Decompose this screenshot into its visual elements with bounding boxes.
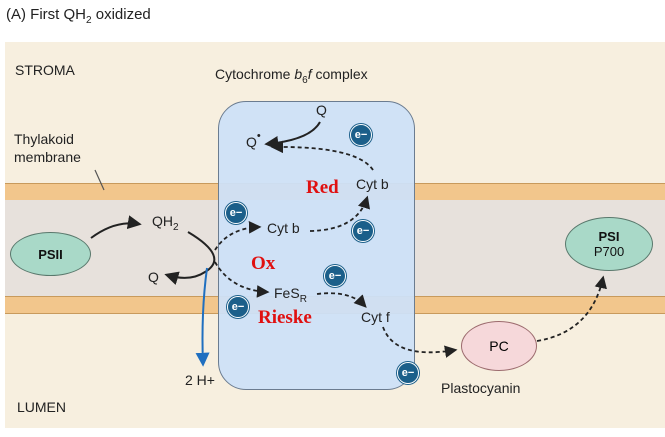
q-semiquinone-label: Q•	[246, 130, 261, 150]
annotation-rieske: Rieske	[258, 307, 312, 328]
electron-icon: e−	[324, 265, 346, 287]
qh2-label: QH2	[152, 213, 179, 233]
lumen-label: LUMEN	[17, 399, 67, 415]
psii-complex: PSII	[10, 232, 91, 276]
thylakoid-label: Thylakoid membrane	[14, 131, 81, 165]
electron-icon: e−	[352, 220, 374, 242]
q-top-label: Q	[316, 102, 327, 118]
diagram-figure: STROMA LUMEN Thylakoid membrane Cytochro…	[5, 42, 665, 428]
fes-label: FeSR	[274, 285, 307, 305]
cytb-high-label: Cyt b	[356, 176, 389, 192]
electron-icon: e−	[350, 124, 372, 146]
electron-icon: e−	[225, 202, 247, 224]
annotation-ox: Ox	[251, 253, 276, 274]
plastocyanin-pc: PC	[461, 321, 537, 371]
panel-title: (A) First QH2 oxidized	[6, 6, 151, 26]
p700-label: P700	[593, 244, 625, 259]
q-out-label: Q	[148, 269, 159, 285]
cytb-low-label: Cyt b	[267, 220, 300, 236]
stroma-label: STROMA	[15, 62, 75, 78]
complex-title: Cytochrome b6f complex	[215, 66, 368, 86]
plastocyanin-label: Plastocyanin	[441, 380, 521, 396]
electron-icon: e−	[227, 296, 249, 318]
psi-label: PSI	[598, 229, 620, 244]
cytf-label: Cyt f	[361, 309, 390, 325]
electron-icon: e−	[397, 362, 419, 384]
psi-complex: PSI P700	[565, 217, 653, 271]
annotation-red: Red	[306, 177, 339, 198]
protons-label: 2 H+	[185, 372, 215, 388]
